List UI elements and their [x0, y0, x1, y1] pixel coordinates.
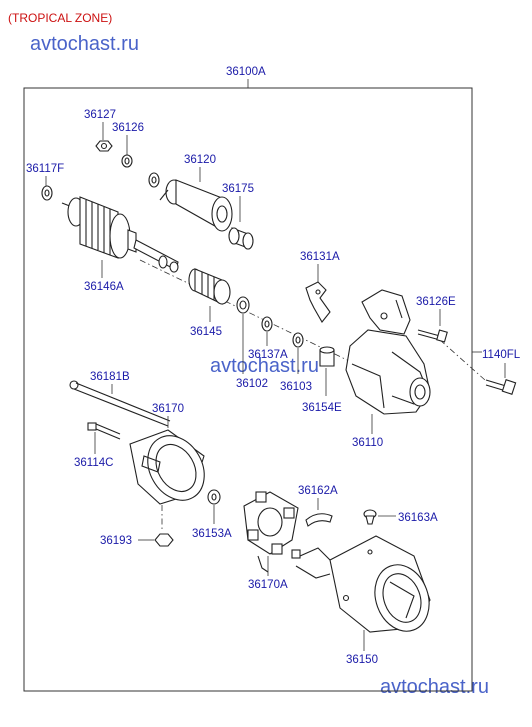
watermark-top: avtochast.ru — [30, 33, 139, 55]
watermark-middle: avtochast.ru — [210, 355, 319, 377]
label-36193: 36193 — [100, 535, 132, 547]
label-36163A: 36163A — [398, 512, 438, 524]
label-36103: 36103 — [280, 381, 312, 393]
label-36120: 36120 — [184, 154, 216, 166]
label-36100A: 36100A — [226, 66, 266, 78]
label-36110: 36110 — [352, 437, 383, 449]
end-cover-36170 — [129, 429, 205, 505]
label-36117F: 36117F — [26, 163, 64, 175]
label-36170A: 36170A — [248, 579, 288, 591]
label-36150: 36150 — [346, 654, 378, 666]
nut-36193 — [154, 533, 174, 547]
bushing-36154E — [319, 346, 335, 367]
label-36114C: 36114C — [74, 457, 113, 469]
label-36146A: 36146A — [84, 281, 124, 293]
label-36153A: 36153A — [192, 528, 232, 540]
label-36154E: 36154E — [302, 402, 342, 414]
yoke-36150 — [291, 535, 431, 633]
bolt-axis-line — [439, 339, 486, 381]
plug-36163A — [363, 509, 377, 525]
zone-label: (TROPICAL ZONE) — [8, 11, 112, 25]
label-36126E: 36126E — [416, 296, 456, 308]
brush-holder-36170A — [243, 491, 299, 573]
washer-36126 — [121, 154, 133, 168]
spring-36162A — [305, 513, 333, 527]
screw-36114C — [87, 422, 121, 440]
washer-36117F — [41, 185, 53, 201]
pinion-36145 — [188, 268, 231, 305]
assembly-frame — [23, 87, 473, 692]
ring-36137A — [261, 316, 273, 332]
label-36170: 36170 — [152, 403, 184, 415]
label-1140FL: 1140FL — [482, 349, 521, 361]
label-36131A: 36131A — [300, 251, 340, 263]
bolt-36126E — [417, 329, 448, 343]
label-36175: 36175 — [222, 183, 254, 195]
plunger-36175 — [228, 227, 254, 250]
label-36181B: 36181B — [90, 371, 130, 383]
label-36137A: 36137A — [248, 349, 288, 361]
label-36127: 36127 — [84, 109, 116, 121]
through-bolt-36181B — [69, 380, 171, 427]
label-36126: 36126 — [112, 122, 144, 134]
housing-36110 — [345, 289, 431, 415]
lever-36131A — [305, 281, 331, 323]
armature-36146A — [61, 196, 179, 273]
washer-36153A — [207, 489, 221, 505]
nut-36127 — [95, 140, 113, 152]
bolt-1140FL — [485, 379, 517, 395]
ring-36102 — [236, 296, 250, 314]
label-36102: 36102 — [236, 378, 268, 390]
solenoid-36120 — [159, 179, 233, 232]
watermark-bottom: avtochast.ru — [380, 676, 489, 698]
washer-solenoid-front — [148, 172, 160, 188]
label-36162A: 36162A — [298, 485, 338, 497]
label-36145: 36145 — [190, 326, 222, 338]
ring-36103 — [292, 332, 304, 348]
